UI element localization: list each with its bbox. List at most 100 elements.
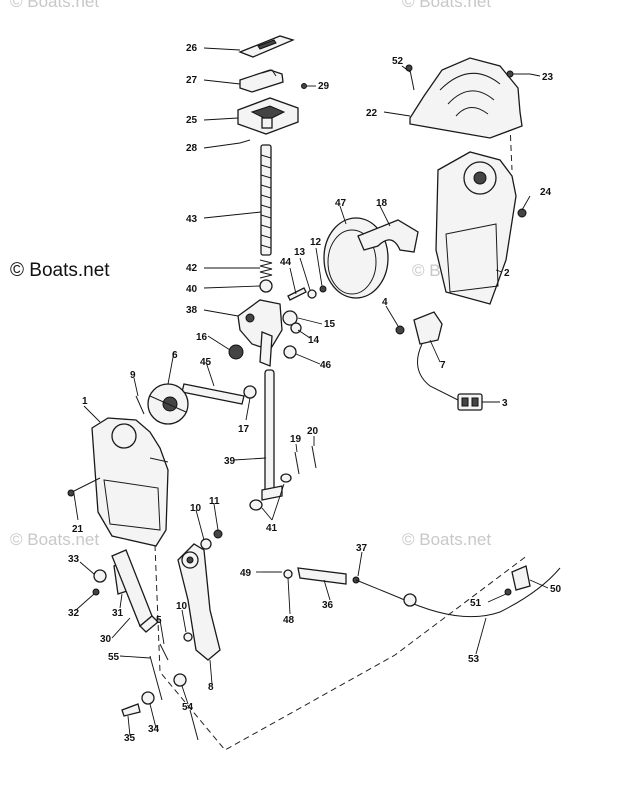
- part-16-nut: [228, 344, 244, 360]
- part-18-cam-plate: [357, 219, 419, 253]
- part-48-washer: [283, 569, 293, 579]
- part-19-pin: [294, 451, 300, 475]
- part-28-pin: [239, 139, 251, 144]
- part-33-knob: [93, 569, 107, 583]
- assembly-dashed-lines: [154, 124, 529, 751]
- callout-48: 48: [283, 615, 295, 626]
- part-25-handle-housing: [237, 97, 299, 135]
- part-12-screw: [319, 285, 327, 293]
- callout-18: 18: [376, 198, 388, 209]
- callout-4: 4: [382, 297, 388, 308]
- part-1-left-housing: [91, 417, 169, 547]
- callout-40: 40: [186, 284, 198, 295]
- callout-14: 14: [308, 335, 320, 346]
- part-41-washers: [249, 473, 292, 511]
- callout-labels: 26 27 29 25 28 43 42 40 38 16 12 13 44 1…: [68, 43, 562, 744]
- callout-23: 23: [542, 72, 554, 83]
- callout-16: 16: [196, 332, 208, 343]
- callout-1: 1: [82, 396, 88, 407]
- callout-44: 44: [280, 257, 292, 268]
- callout-37: 37: [356, 543, 368, 554]
- part-9-pin: [135, 395, 145, 415]
- callout-15: 15: [324, 319, 336, 330]
- part-22-cover: [409, 57, 523, 139]
- callout-50: 50: [550, 584, 562, 595]
- watermark-top-left: © Boats.net: [10, 0, 99, 11]
- callout-39: 39: [224, 456, 236, 467]
- part-3-connector: [457, 393, 483, 411]
- callout-52: 52: [392, 56, 404, 67]
- part-42-spring: [259, 259, 273, 279]
- callout-3: 3: [502, 398, 508, 409]
- callout-46: 46: [320, 360, 332, 371]
- callout-17: 17: [238, 424, 250, 435]
- part-44-pin: [287, 287, 307, 301]
- part-6-throttle-cam: [147, 383, 189, 425]
- part-5-screw: [159, 643, 169, 661]
- callout-24: 24: [540, 187, 552, 198]
- part-53-cable: [189, 567, 561, 741]
- part-11-screw: [213, 529, 223, 539]
- callout-51: 51: [470, 598, 482, 609]
- part-34-bushing: [141, 691, 155, 705]
- part-46-bushing: [283, 345, 297, 359]
- watermark-top-right: © Boats.net: [402, 0, 491, 11]
- callout-30: 30: [100, 634, 112, 645]
- part-10-washer-upper: [200, 538, 212, 550]
- watermark-bottom-right: © Boats.net: [402, 530, 491, 549]
- part-20-pin: [311, 445, 317, 469]
- callout-29: 29: [318, 81, 330, 92]
- part-24-nut: [517, 208, 527, 218]
- callout-41: 41: [266, 523, 278, 534]
- watermark-bottom-left: © Boats.net: [10, 530, 99, 549]
- part-4-screw: [395, 325, 405, 335]
- callout-36: 36: [322, 600, 334, 611]
- part-17-bushing: [243, 385, 257, 399]
- callout-34: 34: [148, 724, 160, 735]
- part-52-screw: [405, 64, 415, 91]
- callout-26: 26: [186, 43, 198, 54]
- callout-38: 38: [186, 305, 198, 316]
- callout-43: 43: [186, 214, 198, 225]
- callout-55: 55: [108, 652, 120, 663]
- callout-9: 9: [130, 370, 136, 381]
- callout-42: 42: [186, 263, 198, 274]
- part-8-throttle-lever: [177, 543, 221, 661]
- part-26-cover-plate: [238, 35, 295, 58]
- part-13-washer: [307, 289, 317, 299]
- part-38-lever-bracket: [237, 299, 283, 367]
- callout-11: 11: [209, 496, 220, 507]
- part-36-cable-end: [297, 567, 347, 585]
- callout-25: 25: [186, 115, 198, 126]
- part-27-insert: [239, 69, 284, 93]
- callout-7: 7: [440, 360, 446, 371]
- part-10-washer-lower: [183, 632, 193, 642]
- callout-27: 27: [186, 75, 198, 86]
- part-35-clip: [121, 703, 141, 717]
- callout-10-upper: 10: [190, 503, 202, 514]
- part-45-link: [181, 383, 245, 405]
- part-39-shaft: [261, 369, 283, 501]
- leader-lines: [73, 47, 549, 737]
- callout-54: 54: [182, 702, 194, 713]
- callout-8: 8: [208, 682, 214, 693]
- part-23-screw: [506, 70, 530, 78]
- callout-47: 47: [335, 198, 347, 209]
- callout-35: 35: [124, 733, 136, 744]
- part-40-ball: [259, 279, 273, 293]
- callout-10-lower: 10: [176, 601, 188, 612]
- watermark-main: © Boats.net: [10, 260, 110, 281]
- callout-6: 6: [172, 350, 178, 361]
- part-54-clip: [173, 673, 187, 687]
- part-29-pin: [301, 83, 307, 89]
- part-32-screw: [92, 588, 100, 596]
- part-30-handle: [111, 549, 159, 633]
- callout-33: 33: [68, 554, 80, 565]
- callout-13: 13: [294, 247, 306, 258]
- callout-20: 20: [307, 426, 319, 437]
- part-51-screw: [504, 588, 512, 596]
- callout-22: 22: [366, 108, 378, 119]
- callout-31: 31: [112, 608, 124, 619]
- callout-28: 28: [186, 143, 198, 154]
